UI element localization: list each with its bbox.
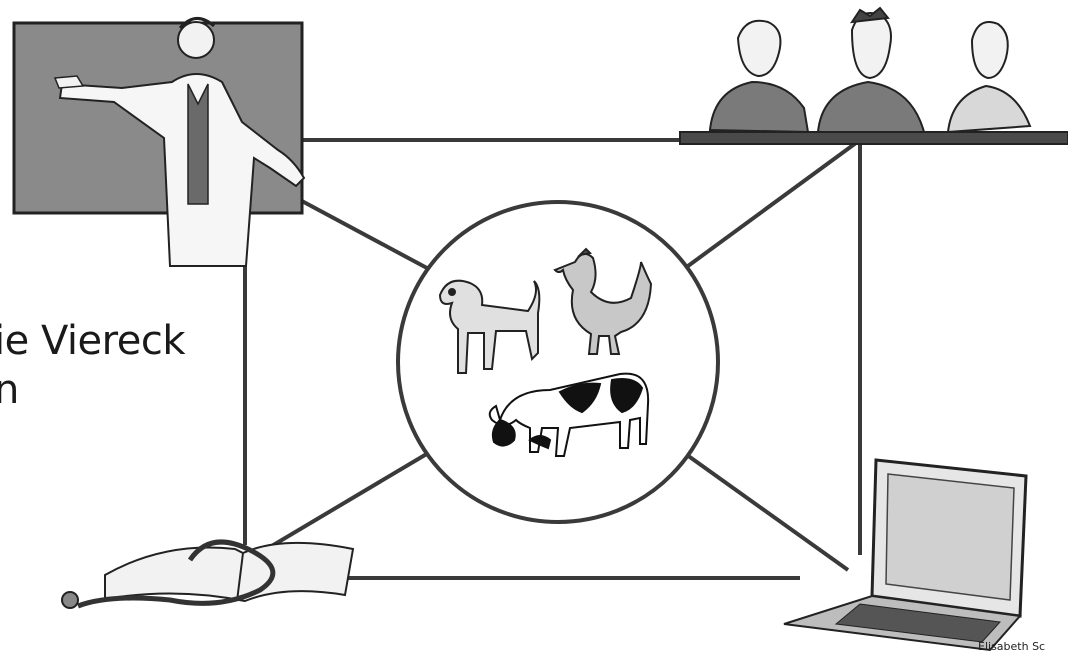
laptop-icon xyxy=(784,460,1026,650)
illustration-credit: Elisabeth Sc xyxy=(978,640,1045,653)
teacher-at-board-icon xyxy=(14,18,304,266)
student-left xyxy=(710,21,808,132)
connector-bottom-left xyxy=(265,452,430,550)
student-middle xyxy=(818,8,924,132)
animals-circle xyxy=(398,202,718,522)
connector-top-right xyxy=(688,140,860,266)
connector-top-left xyxy=(300,200,440,275)
book-with-stethoscope-icon xyxy=(62,542,353,608)
student-desk xyxy=(680,132,1068,144)
students-at-desk-icon xyxy=(680,8,1068,144)
connector-bottom-right xyxy=(680,450,848,570)
caption-line-2: n xyxy=(0,367,19,413)
student-right xyxy=(948,22,1030,132)
caption-line-1: ie Viereck xyxy=(0,318,185,364)
